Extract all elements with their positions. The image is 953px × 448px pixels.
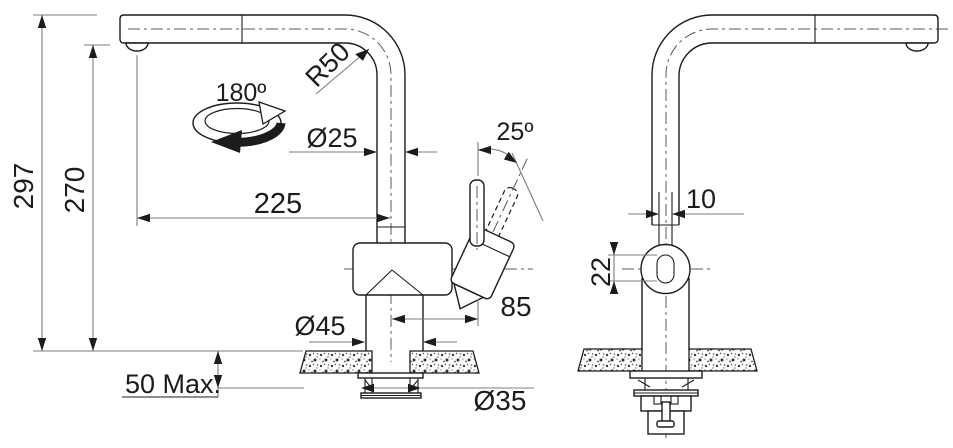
dim-spout-diameter: Ø25: [306, 123, 357, 153]
dim-bend-radius: R50: [300, 37, 356, 93]
side-dimension-lines: [608, 209, 744, 294]
front-faucet-outline: [119, 14, 406, 243]
countertop-front: [299, 350, 480, 374]
swivel-arrow-icon: [192, 101, 287, 153]
front-dimension-lines: [33, 14, 544, 398]
hose-lines: [658, 192, 673, 247]
side-centerlines: [622, 28, 948, 438]
lever-slot: [656, 254, 675, 284]
aerator-front: [125, 42, 149, 52]
dim-hole-diameter: Ø35: [474, 385, 527, 416]
dim-lever-angle: 25º: [497, 118, 534, 146]
side-faucet-outline: [651, 14, 939, 247]
side-view: 10 22: [577, 14, 948, 438]
dim-overall-height: 297: [8, 163, 39, 210]
front-view: 297 270 225 180º R50 Ø25 25º 85 Ø45 50 M…: [8, 14, 544, 416]
side-fixing-hardware: [629, 370, 703, 435]
front-mixer-body: [352, 242, 453, 351]
aerator-side: [905, 42, 929, 52]
dim-swivel-angle: 180º: [216, 79, 267, 107]
front-lever-group: [450, 158, 528, 310]
dim-lever-offset: 85: [500, 291, 531, 322]
dim-spout-height: 270: [59, 167, 90, 214]
dim-spout-reach: 225: [254, 188, 302, 220]
dim-deck-thickness: 50 Max.: [125, 369, 221, 399]
dim-slot-height: 22: [586, 257, 616, 287]
dim-hose-width: 10: [686, 184, 716, 214]
countertop-side: [577, 348, 758, 372]
dim-base-diameter: Ø45: [294, 311, 345, 341]
